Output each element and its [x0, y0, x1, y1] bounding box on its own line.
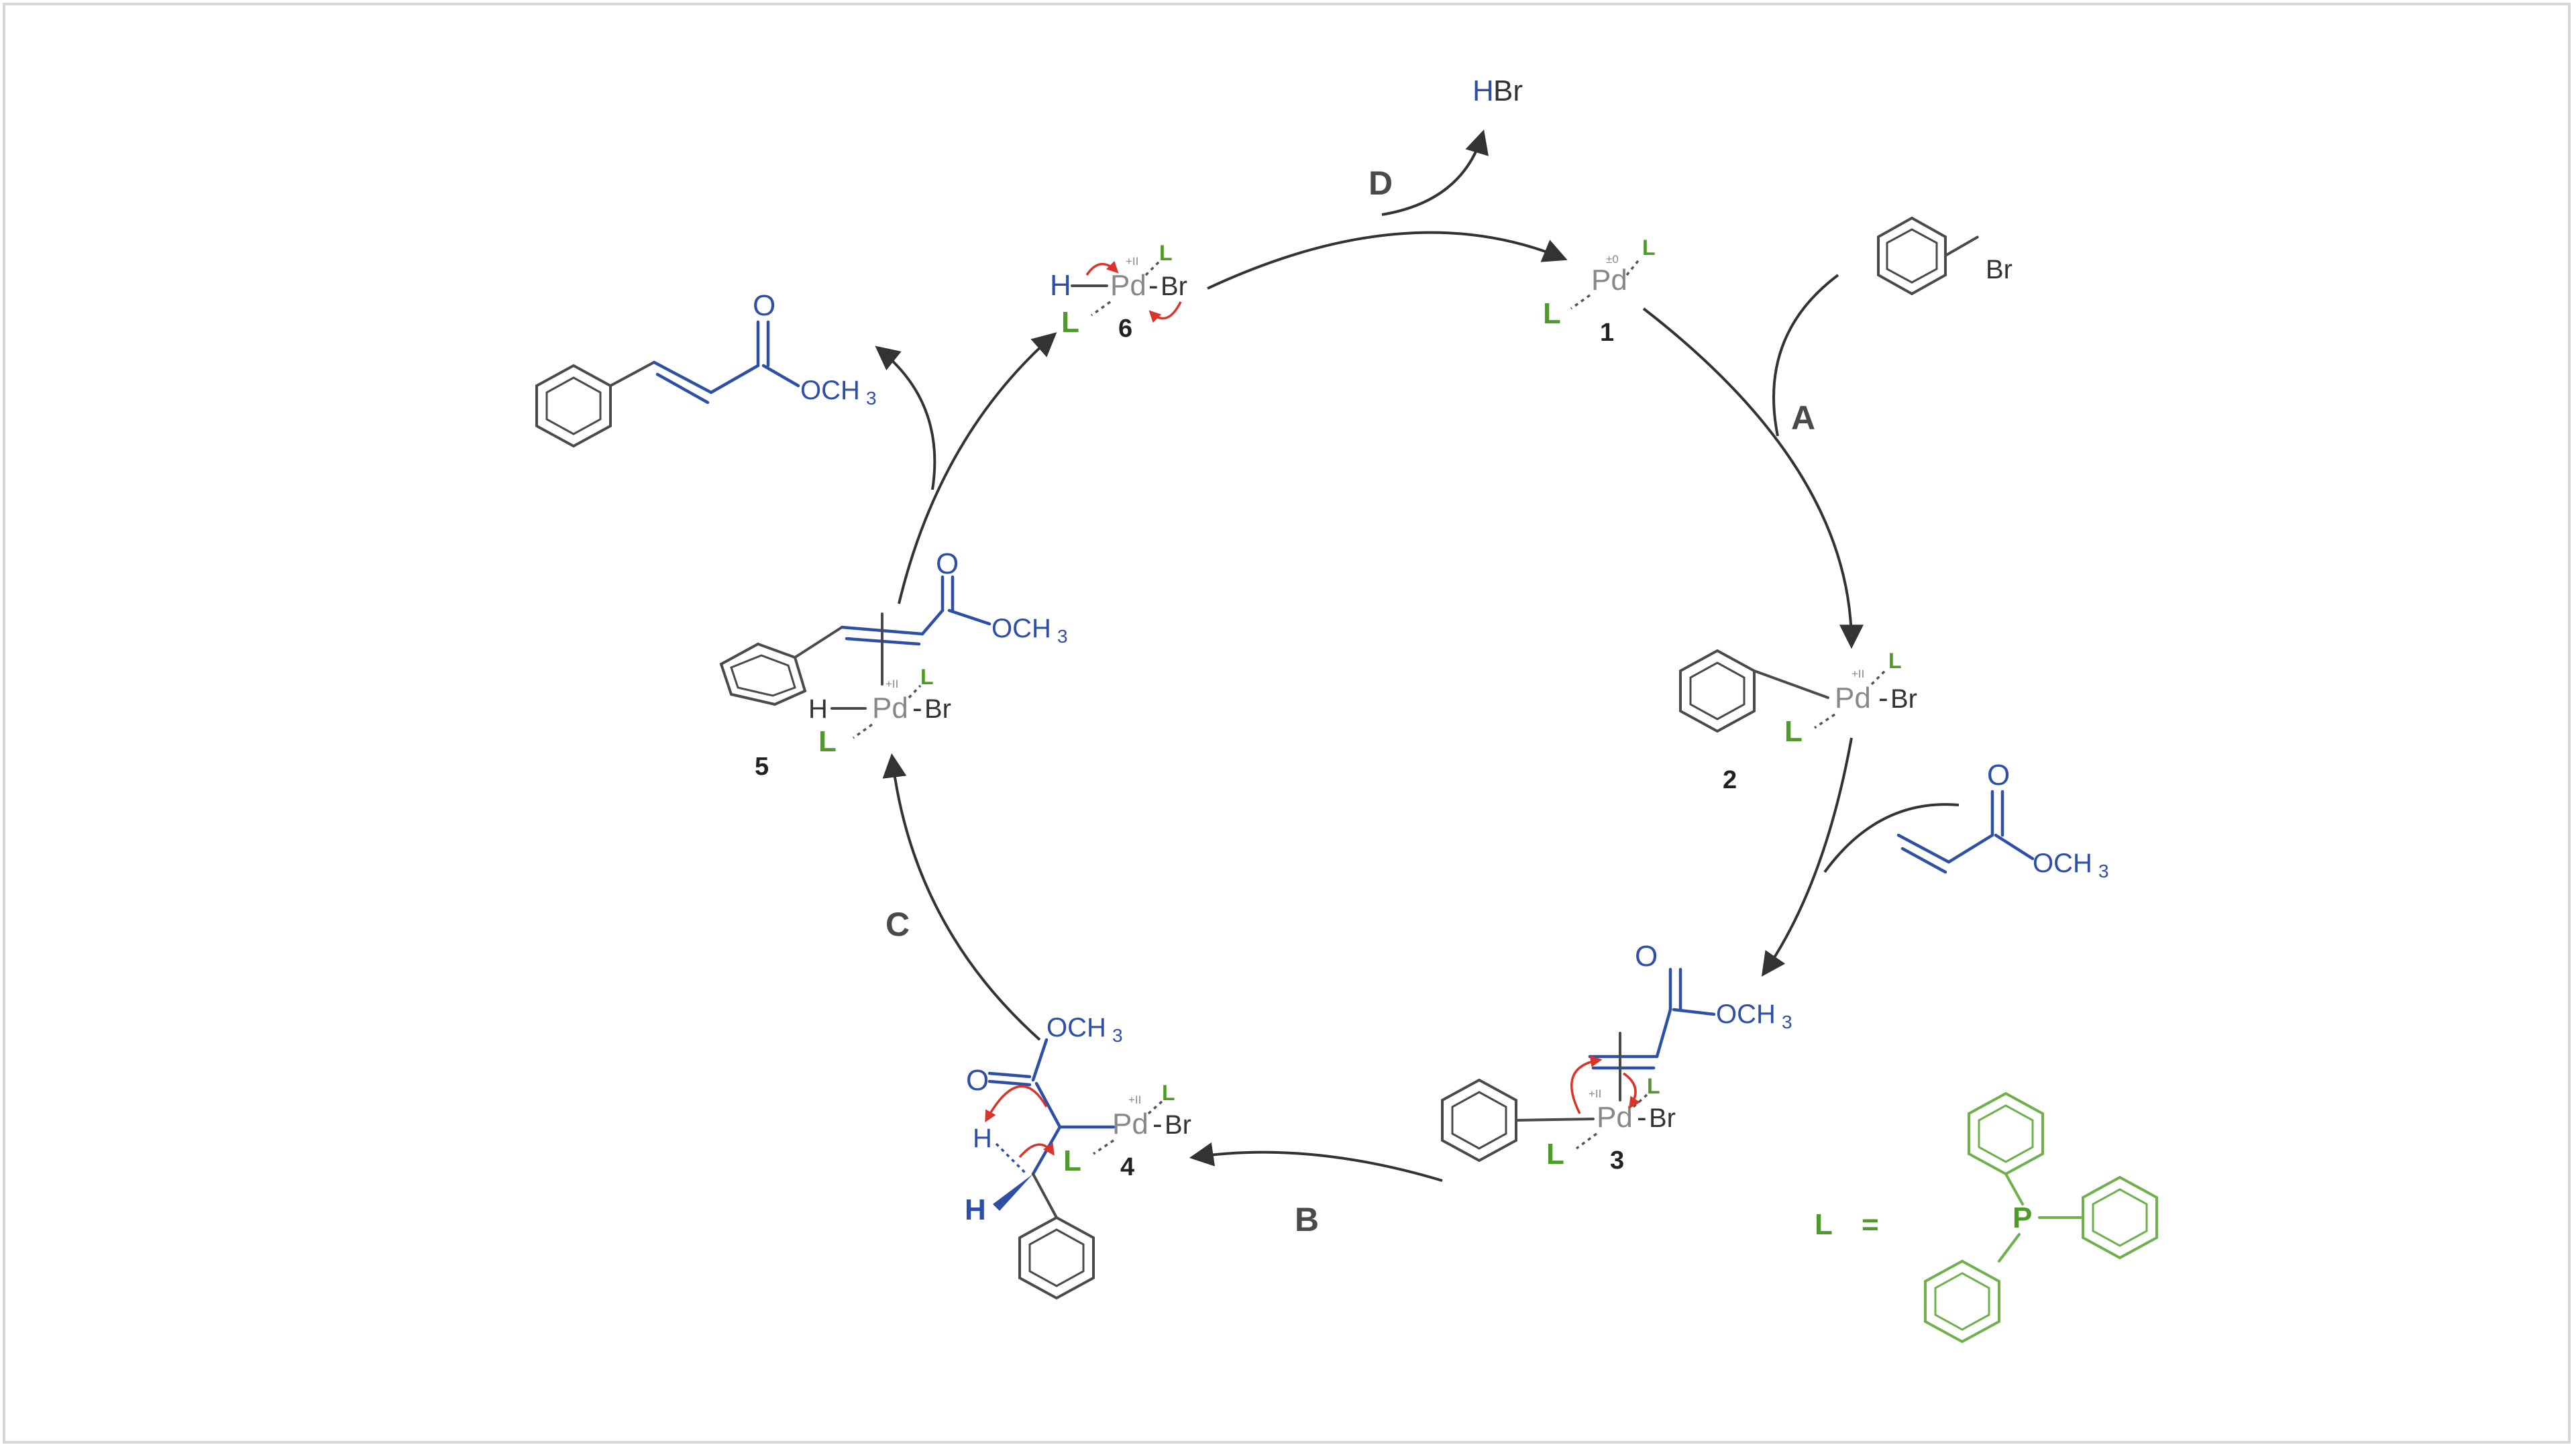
svg-text:Br: Br: [1165, 1110, 1191, 1140]
phosphorus-atom: P: [2012, 1201, 2032, 1234]
step-b: B: [1295, 1201, 1319, 1238]
methyl-acrylate: O OCH 3: [1896, 759, 2109, 881]
svg-text:-: -: [912, 692, 922, 724]
svg-text:Pd: Pd: [1835, 682, 1871, 714]
arrow-bromobenzene-in: [1772, 274, 1839, 437]
svg-text:OCH: OCH: [991, 614, 1051, 643]
svg-text:L: L: [818, 725, 837, 758]
svg-text:O: O: [936, 547, 959, 580]
svg-text:+II: +II: [1851, 667, 1864, 680]
svg-text:Pd: Pd: [1597, 1101, 1633, 1134]
svg-text:±0: ±0: [1606, 253, 1619, 266]
svg-text:L: L: [1543, 297, 1561, 330]
svg-text:+II: +II: [885, 678, 898, 690]
product-methyl-cinnamate: O OCH 3: [535, 289, 877, 448]
step-c: C: [885, 906, 910, 943]
svg-text:O: O: [1635, 940, 1658, 973]
svg-text:L: L: [1888, 649, 1902, 673]
complex-2: Pd +II L - Br L 2: [1679, 649, 1917, 794]
svg-text:H: H: [1050, 269, 1071, 302]
diagram-frame: [3, 3, 2571, 1444]
svg-text:L: L: [1647, 1074, 1660, 1098]
svg-text:6: 6: [1118, 315, 1132, 343]
svg-text:3: 3: [1610, 1146, 1624, 1175]
svg-text:Br: Br: [1493, 74, 1523, 107]
svg-text:OCH: OCH: [2033, 849, 2092, 878]
svg-text:L: L: [920, 665, 934, 689]
svg-text:Pd: Pd: [1112, 1108, 1148, 1140]
phenyl-ring-bottom: [1924, 1259, 2000, 1344]
svg-text:3: 3: [1057, 626, 1068, 647]
svg-text:-: -: [1152, 1108, 1163, 1140]
cycle-arrows: [875, 129, 1960, 1182]
svg-text:Pd: Pd: [1591, 264, 1627, 297]
svg-text:3: 3: [866, 388, 877, 409]
step-a: A: [1791, 399, 1815, 437]
phenyl-ring-top: [1968, 1091, 2044, 1176]
svg-text:Br: Br: [1986, 255, 2012, 284]
arrow-3-to-4: [1189, 1142, 1443, 1182]
svg-text:O: O: [1987, 759, 2010, 792]
complex-1: Pd ±0 L L 1: [1543, 235, 1656, 347]
complex-4: O OCH 3 Pd +II - Br L L 4 H H: [965, 1013, 1191, 1300]
svg-text:Br: Br: [1890, 684, 1917, 714]
svg-text:-: -: [1878, 682, 1888, 714]
svg-text:O: O: [966, 1064, 989, 1097]
svg-text:3: 3: [2098, 861, 2109, 881]
svg-text:O: O: [753, 289, 775, 322]
arrow-2-to-3: [1761, 737, 1853, 977]
svg-text:1: 1: [1600, 319, 1614, 347]
svg-text:L: L: [1784, 715, 1803, 748]
svg-text:+II: +II: [1128, 1093, 1141, 1106]
svg-text:L: L: [1162, 1081, 1175, 1105]
svg-text:Br: Br: [1161, 272, 1187, 301]
svg-text:Br: Br: [1649, 1104, 1676, 1133]
svg-text:+II: +II: [1126, 255, 1138, 268]
svg-text:L: L: [1159, 241, 1173, 265]
svg-text:OCH: OCH: [1716, 1000, 1776, 1029]
complex-3: Pd +II - Br L L 3 O OCH 3: [1441, 940, 1792, 1175]
complex-5: O OCH 3 Pd +II - Br L H L 5: [719, 547, 1068, 781]
svg-text:4: 4: [1120, 1153, 1134, 1181]
svg-text:Br: Br: [924, 694, 951, 724]
svg-text:Pd: Pd: [872, 692, 908, 724]
svg-text:3: 3: [1112, 1025, 1123, 1046]
svg-text:-: -: [1148, 269, 1159, 302]
svg-text:H: H: [808, 694, 828, 724]
arrow-product-out: [875, 345, 936, 490]
ligand-legend: L = P: [1815, 1091, 2158, 1344]
arrow-1-to-2: [1642, 307, 1864, 649]
svg-text:3: 3: [1782, 1012, 1792, 1032]
svg-text:L: L: [1061, 306, 1079, 339]
arrow-4-to-5: [882, 753, 1041, 1041]
complex-6: H Pd +II - Br L L 6: [1050, 241, 1187, 343]
svg-text:-: -: [1637, 1101, 1647, 1134]
svg-text:L: L: [1642, 235, 1656, 260]
phenyl-ring-right: [2082, 1175, 2158, 1260]
svg-text:+II: +II: [1589, 1087, 1601, 1100]
svg-text:Pd: Pd: [1110, 269, 1146, 302]
arrow-5-to-6: [898, 332, 1057, 604]
svg-text:L: L: [1063, 1144, 1081, 1177]
svg-text:L: L: [1546, 1138, 1564, 1171]
arrow-d-to-hbr: [1381, 129, 1489, 216]
svg-text:H: H: [1472, 74, 1494, 107]
hbr-byproduct: H Br: [1472, 74, 1523, 107]
svg-text:2: 2: [1723, 766, 1737, 794]
bromobenzene: Br: [1877, 216, 2012, 296]
arrow-6-to-1: [1207, 231, 1568, 290]
step-labels: D A B C: [885, 164, 1815, 1238]
svg-text:H: H: [965, 1193, 986, 1226]
legend-ligand-symbol: L: [1815, 1208, 1833, 1241]
arrow-acrylate-in: [1823, 803, 1960, 873]
svg-text:OCH: OCH: [1046, 1013, 1106, 1042]
legend-equals: =: [1862, 1208, 1879, 1241]
svg-text:5: 5: [755, 753, 769, 781]
step-d: D: [1368, 164, 1393, 202]
svg-text:H: H: [973, 1124, 992, 1153]
svg-text:OCH: OCH: [800, 376, 860, 405]
